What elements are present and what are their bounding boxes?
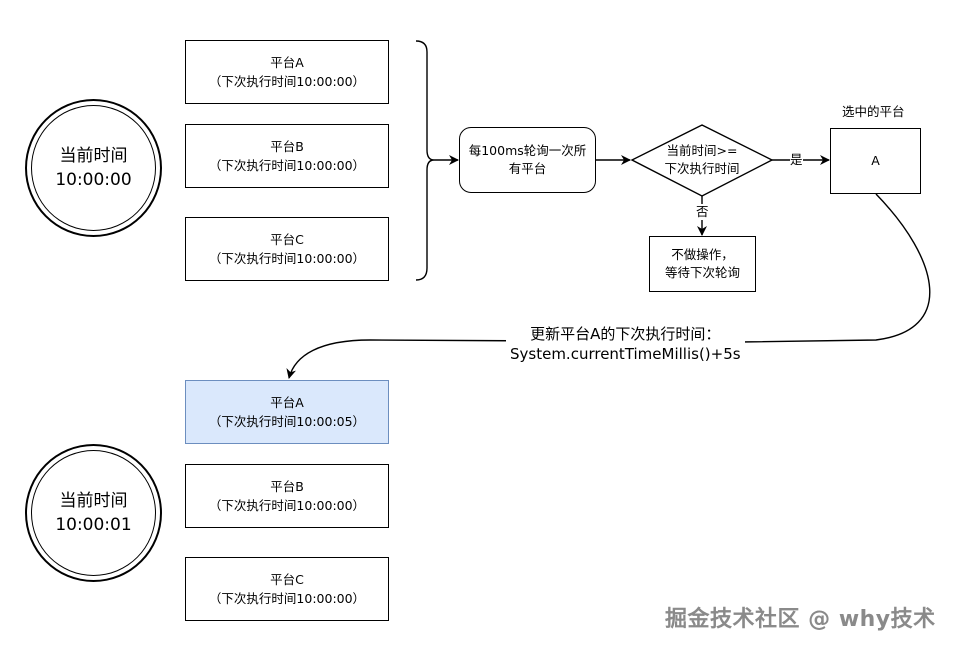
arrow-update-curve: [286, 193, 931, 379]
platform-name: 平台B: [270, 479, 304, 494]
decision-line2: 下次执行时间: [664, 161, 740, 176]
platform-next-time: （下次执行时间10:00:00）: [208, 74, 366, 89]
platform-name: 平台C: [270, 572, 304, 587]
selected-platform-box: A: [830, 128, 921, 194]
clock-bottom-time: 10:00:01: [55, 515, 132, 535]
yes-label: 是: [790, 152, 803, 168]
update-note: 更新平台A的下次执行时间： System.currentTimeMillis()…: [506, 324, 745, 364]
platform-next-time: （下次执行时间10:00:00）: [208, 498, 366, 513]
platform-next-time: （下次执行时间10:00:00）: [208, 591, 366, 606]
decision-diamond: [630, 124, 774, 197]
noop-line2: 等待下次轮询: [664, 265, 740, 280]
platform-next-time: （下次执行时间10:00:00）: [208, 251, 366, 266]
platform-c-top: 平台C （下次执行时间10:00:00）: [185, 217, 389, 281]
update-note-line2: System.currentTimeMillis()+5s: [510, 345, 741, 363]
watermark: 掘金技术社区 @ why技术: [665, 607, 936, 632]
poll-line1: 每100ms轮询一次所: [468, 143, 587, 158]
platform-next-time: （下次执行时间10:00:00）: [208, 158, 366, 173]
platform-a-top: 平台A （下次执行时间10:00:00）: [185, 40, 389, 104]
noop-line1: 不做操作，: [671, 247, 734, 262]
clock-current-time-top: 当前时间 10:00:00: [25, 99, 162, 237]
platform-b-bottom: 平台B （下次执行时间10:00:00）: [185, 464, 389, 528]
platform-name: 平台B: [270, 139, 304, 154]
clock-current-time-bottom: 当前时间 10:00:01: [25, 444, 162, 582]
decision-text: 当前时间>= 下次执行时间: [642, 142, 762, 178]
platform-b-top: 平台B （下次执行时间10:00:00）: [185, 124, 389, 188]
platform-name: 平台A: [270, 395, 304, 410]
selected-caption: 选中的平台: [842, 104, 905, 120]
poll-node: 每100ms轮询一次所 有平台: [459, 127, 596, 193]
noop-box: 不做操作， 等待下次轮询: [649, 236, 756, 292]
platform-name: 平台A: [270, 55, 304, 70]
clock-bottom-label: 当前时间: [59, 491, 128, 511]
clock-top-label: 当前时间: [59, 146, 128, 166]
platform-brace: [415, 40, 435, 281]
no-label: 否: [696, 204, 709, 220]
update-note-line1: 更新平台A的下次执行时间：: [530, 325, 721, 343]
platform-a-bottom-updated: 平台A （下次执行时间10:00:05）: [185, 380, 389, 444]
platform-c-bottom: 平台C （下次执行时间10:00:00）: [185, 557, 389, 621]
clock-top-time: 10:00:00: [55, 170, 132, 190]
selected-value: A: [871, 153, 880, 168]
poll-line2: 有平台: [508, 161, 547, 176]
decision-line1: 当前时间>=: [666, 143, 738, 158]
platform-next-time: （下次执行时间10:00:05）: [208, 414, 366, 429]
platform-name: 平台C: [270, 232, 304, 247]
